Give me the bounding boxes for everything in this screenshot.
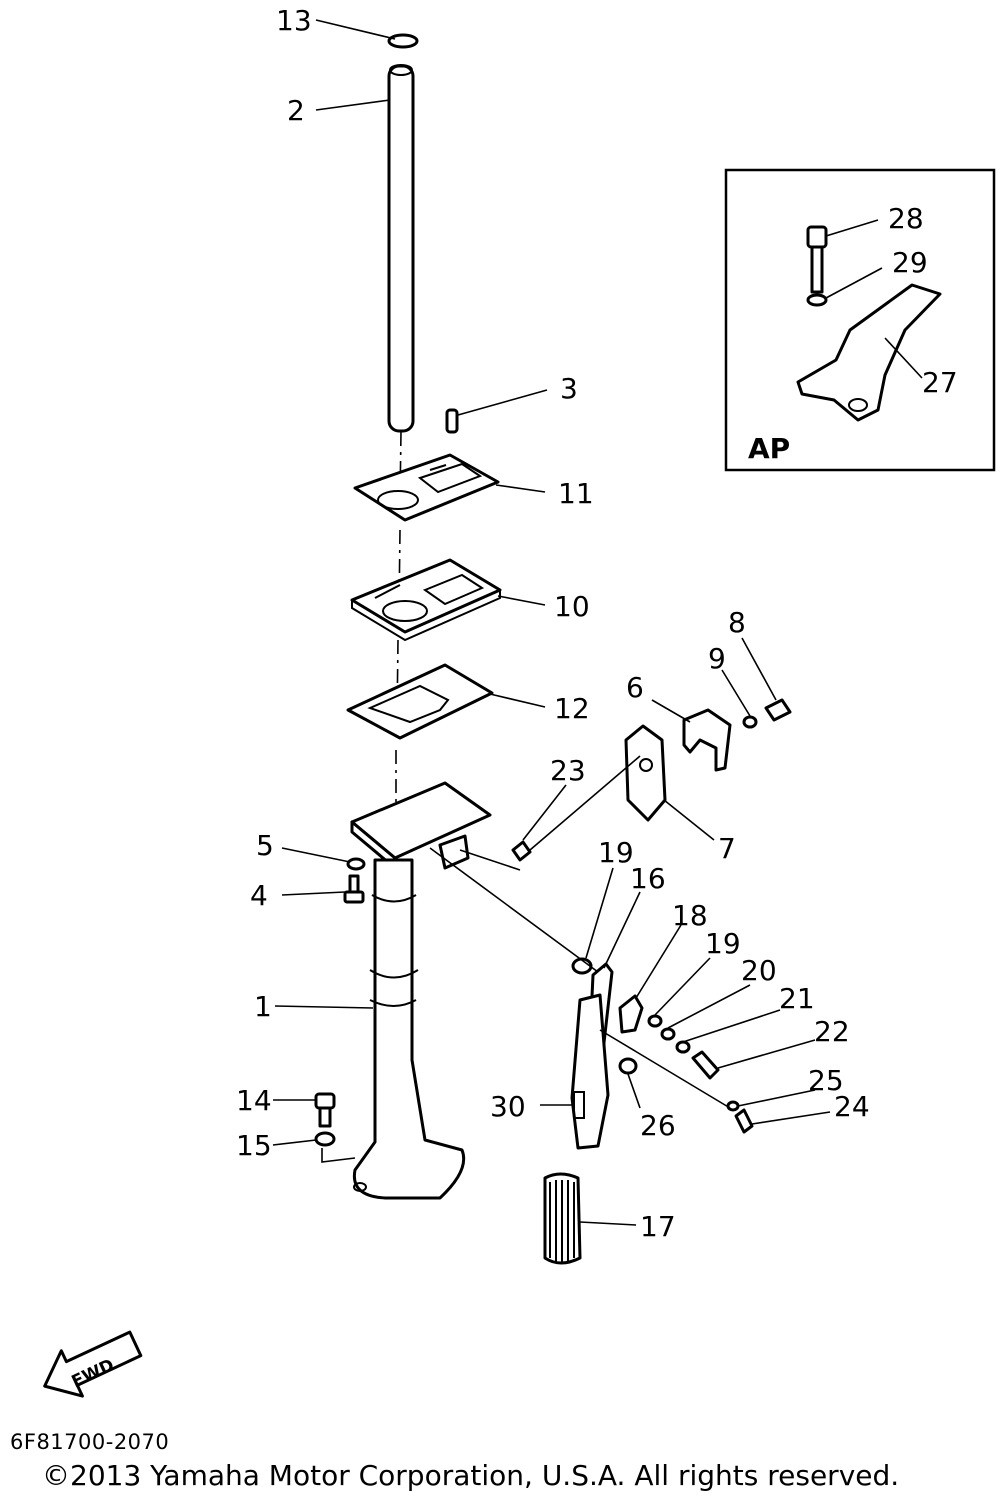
callout-23: 23 (550, 754, 586, 787)
callout-21: 21 (779, 982, 815, 1015)
callout-30: 30 (490, 1090, 526, 1123)
callout-29: 29 (892, 246, 928, 279)
part-17-grip (543, 1172, 582, 1265)
part-1-upper-casing (350, 781, 492, 1200)
callout-28: 28 (888, 202, 924, 235)
callout-11: 11 (558, 477, 594, 510)
part-6-bracket (682, 708, 732, 772)
callout-22: 22 (814, 1015, 850, 1048)
part-7-plate (624, 724, 667, 822)
callout-19-upper: 19 (598, 836, 634, 869)
callout-2: 2 (287, 94, 305, 127)
callout-24: 24 (834, 1090, 870, 1123)
callout-9: 9 (708, 642, 726, 675)
callout-12: 12 (554, 692, 590, 725)
inset-label-ap: AP (748, 432, 790, 465)
callout-26: 26 (640, 1109, 676, 1142)
callout-7: 7 (718, 832, 736, 865)
part-14-bolt (314, 1092, 336, 1128)
callout-27: 27 (922, 366, 958, 399)
part-22-bolt (691, 1050, 720, 1080)
copyright-notice: ©2013 Yamaha Motor Corporation, U.S.A. A… (42, 1459, 900, 1492)
callout-3: 3 (560, 372, 578, 405)
fwd-arrow (43, 1330, 143, 1398)
callout-17: 17 (640, 1210, 676, 1243)
part-11-gasket (353, 453, 500, 522)
part-4-bolt (343, 874, 365, 904)
callout-20: 20 (741, 954, 777, 987)
callout-25: 25 (808, 1064, 844, 1097)
part-23-clip (511, 840, 532, 862)
part-15-washer (314, 1131, 336, 1147)
callout-4: 4 (250, 879, 268, 912)
part-18-bracket (618, 994, 644, 1034)
callout-18: 18 (672, 899, 708, 932)
part-20-washer (660, 1027, 676, 1041)
part-5-washer (346, 857, 366, 871)
leader-lines (272, 19, 923, 1226)
inset-ap-box (724, 168, 996, 472)
callout-10: 10 (554, 590, 590, 623)
part-24-screw (734, 1108, 754, 1134)
callout-8: 8 (728, 606, 746, 639)
callout-19-lower: 19 (705, 927, 741, 960)
part-19b-washer (647, 1014, 663, 1028)
part-25-clip (726, 1100, 740, 1112)
part-13-cap (387, 33, 419, 49)
callout-16: 16 (630, 862, 666, 895)
callout-15: 15 (236, 1129, 272, 1162)
part-8-bolt (764, 698, 792, 722)
part-9-washer (742, 715, 758, 729)
part-26-knob (618, 1057, 638, 1075)
part-21-washer (675, 1040, 691, 1054)
drawing-number: 6F81700-2070 (10, 1430, 170, 1454)
callout-13: 13 (276, 4, 312, 37)
part-10-plate (350, 558, 502, 642)
part-30-tiller-arm (570, 993, 610, 1150)
callout-6: 6 (626, 671, 644, 704)
part-12-gasket (346, 663, 494, 740)
part-27-handle (796, 283, 942, 422)
callout-5: 5 (256, 829, 274, 862)
part-28-bolt (806, 225, 828, 249)
part-29-washer (806, 293, 828, 307)
part-3-pin (445, 408, 459, 434)
callout-14: 14 (236, 1084, 272, 1117)
part-2-tube (387, 64, 415, 433)
callout-1: 1 (254, 990, 272, 1023)
